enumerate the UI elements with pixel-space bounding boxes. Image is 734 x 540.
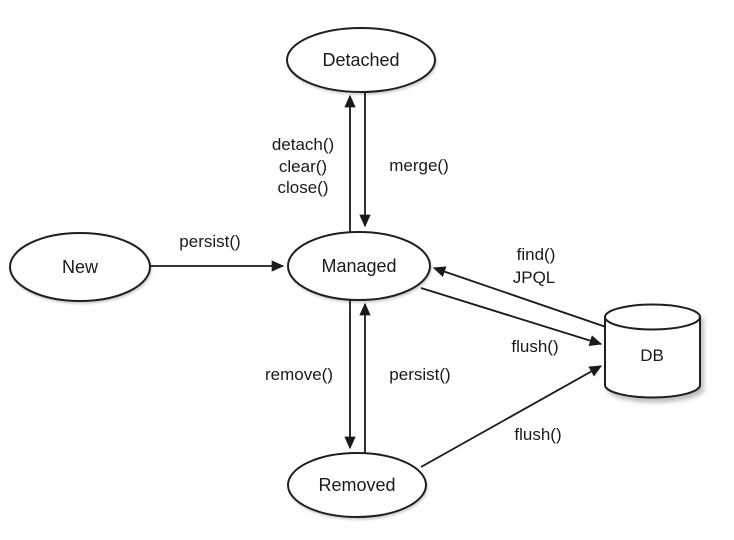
removed-ellipse: [287, 452, 427, 518]
detached-ellipse: [286, 27, 436, 93]
label-flush-removed-to-db: flush(): [514, 425, 561, 444]
db-cylinder-body: [604, 317, 701, 399]
label-close: close(): [277, 178, 328, 197]
edge-find-db-to-managed: [432, 266, 607, 328]
label-merge: merge(): [389, 156, 449, 175]
label-find: find(): [517, 245, 556, 264]
new-ellipse: [9, 232, 151, 302]
label-clear: clear(): [279, 157, 327, 176]
node-managed: Managed: [287, 231, 431, 301]
managed-ellipse: [287, 231, 431, 301]
node-detached: Detached: [286, 27, 436, 93]
edge-labels-layer: persist() detach() clear() close() merge…: [179, 135, 561, 444]
label-flush-managed-to-db: flush(): [511, 337, 558, 356]
detached-label: Detached: [322, 50, 399, 70]
new-label: New: [62, 257, 99, 277]
db-cylinder-top: [604, 303, 701, 331]
label-persist-removed-to-managed: persist(): [389, 365, 450, 384]
removed-label: Removed: [318, 475, 395, 495]
managed-label: Managed: [321, 256, 396, 276]
node-new: New: [9, 232, 151, 302]
label-persist-new-to-managed: persist(): [179, 232, 240, 251]
edge-flush-removed-to-db: [420, 365, 603, 468]
edge-flush-managed-to-db: [420, 287, 603, 347]
node-db: DB: [604, 303, 701, 399]
edges-layer: [150, 92, 607, 468]
label-jpql: JPQL: [513, 268, 556, 287]
label-remove: remove(): [265, 365, 333, 384]
node-removed: Removed: [287, 452, 427, 518]
label-detach: detach(): [272, 135, 334, 154]
db-label: DB: [640, 346, 664, 365]
